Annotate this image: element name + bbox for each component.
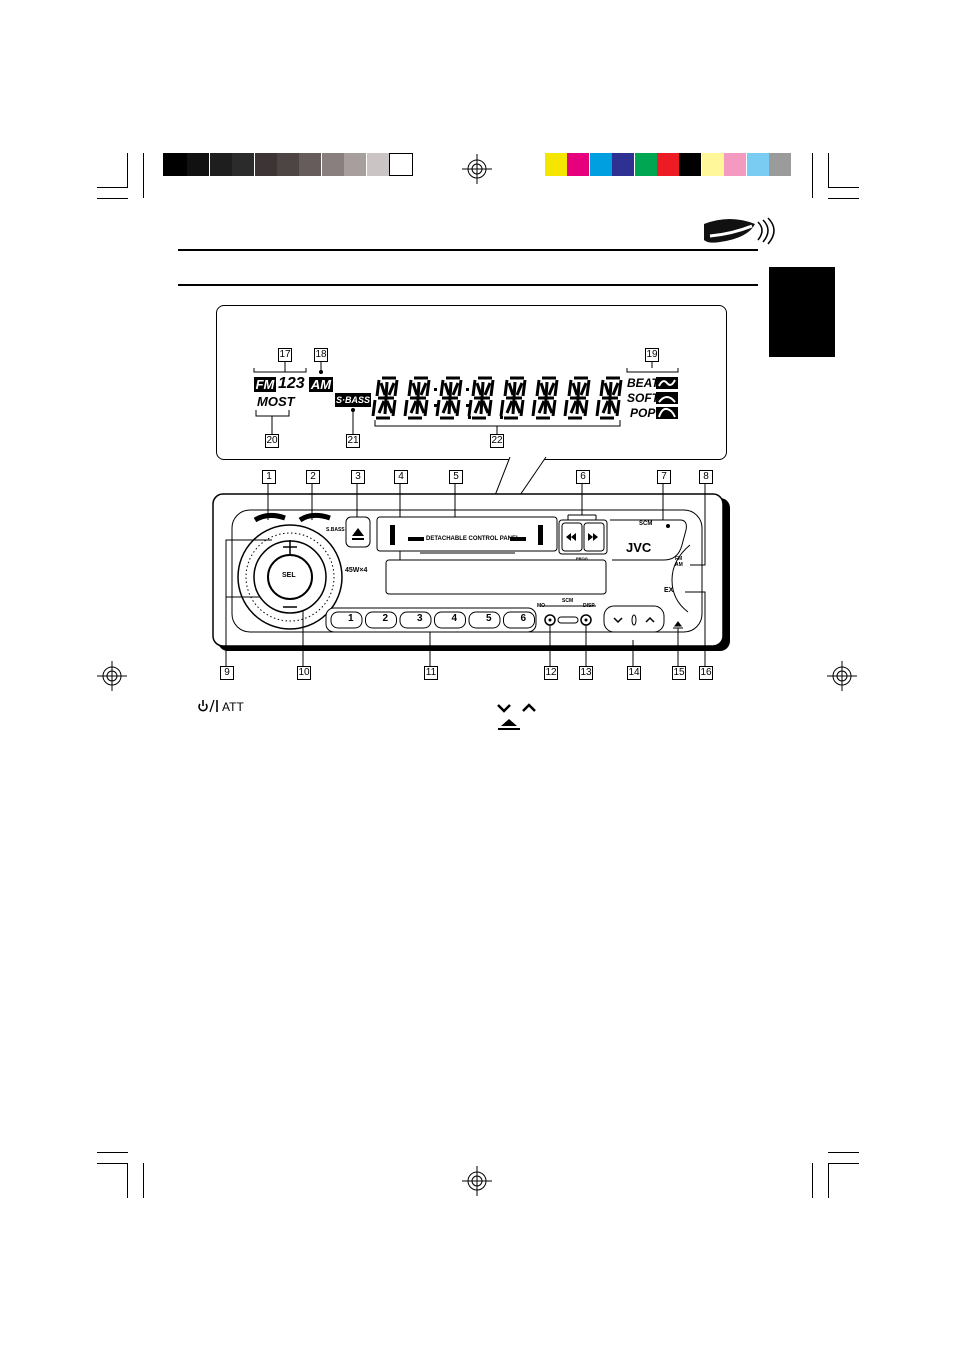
power-rating-label: 45W×4 (345, 567, 367, 574)
sbass-label: S.BASS (326, 527, 345, 533)
power-att-label: ATT (222, 700, 244, 714)
ex-button[interactable]: EX (664, 587, 673, 594)
preset-button-3 (400, 612, 431, 628)
fm-am-label: FM AM (675, 556, 683, 568)
scm-label-2: SCM (562, 598, 573, 604)
down-chevron-icon (498, 705, 510, 711)
preset-button-1-label[interactable]: 1 (348, 613, 354, 624)
preset-button-4 (435, 612, 466, 628)
preset-button-4-label[interactable]: 4 (452, 613, 458, 624)
release-icon (498, 719, 520, 730)
mo-label: MO (537, 603, 545, 609)
up-chevron-icon (523, 705, 535, 711)
disp-label: DISP (583, 603, 595, 609)
preset-button-6 (504, 612, 535, 628)
preset-button-6-label[interactable]: 6 (521, 613, 527, 624)
prog-label: PROG (576, 556, 588, 561)
power-icon (199, 700, 207, 711)
preset-button-1 (331, 612, 362, 628)
preset-button-5 (469, 612, 500, 628)
preset-button-3-label[interactable]: 3 (417, 613, 423, 624)
preset-button-2 (366, 612, 397, 628)
jvc-logo: JVC (626, 540, 651, 555)
preset-button-5-label[interactable]: 5 (486, 613, 492, 624)
sel-button[interactable]: SEL (282, 572, 296, 579)
detachable-label: DETACHABLE CONTROL PANEL (426, 536, 520, 542)
preset-button-2-label[interactable]: 2 (383, 613, 389, 624)
scm-label: SCM (639, 521, 652, 527)
